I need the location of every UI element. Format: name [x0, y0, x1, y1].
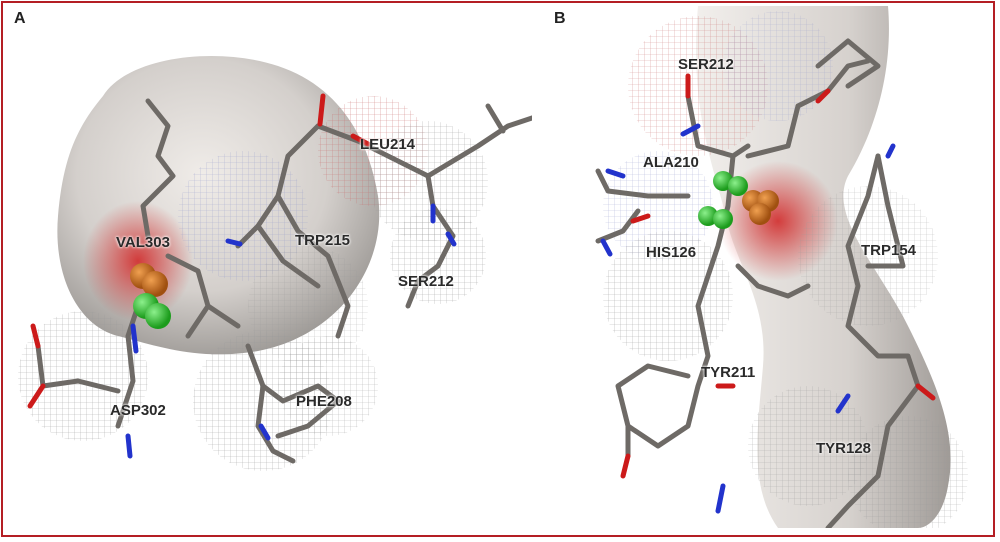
panel-b-label: B [554, 10, 566, 27]
residue-label: TYR128 [816, 440, 872, 457]
residue-label: ASP302 [110, 402, 166, 419]
residue-label: VAL303 [116, 234, 170, 251]
residue-label: TRP154 [861, 242, 917, 259]
residue-label: LEU214 [360, 136, 416, 153]
panel-a-molecular-render [18, 56, 532, 471]
panel-a-label: A [14, 10, 26, 27]
panel-b-molecular-render [595, 6, 968, 528]
panel-a: A LEU214 TRP215 VAL303 SER212 ASP302 PHE… [8, 6, 532, 528]
residue-label: SER212 [398, 273, 454, 290]
residue-label: TRP215 [295, 232, 351, 249]
residue-label: PHE208 [296, 393, 352, 410]
residue-label: SER212 [678, 56, 734, 73]
residue-label: TYR211 [701, 364, 756, 381]
residue-label: HIS126 [646, 244, 697, 261]
panel-b: B SER212 ALA210 HIS126 TRP154 TYR211 TYR… [548, 6, 988, 528]
residue-label: ALA210 [643, 154, 699, 171]
